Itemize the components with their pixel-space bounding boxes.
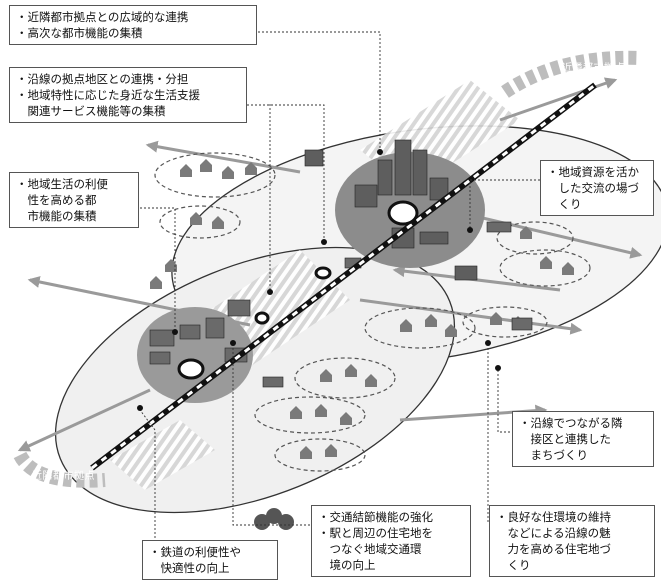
callout-line: ・沿線でつながる隣: [519, 416, 623, 430]
tree-cluster: [254, 508, 294, 530]
callout-line: 境の向上: [318, 558, 376, 572]
callout-line: ・沿線の拠点地区との連携・分担: [16, 72, 189, 86]
central-buildings: [304, 139, 478, 281]
leader-lines: [139, 31, 540, 550]
callout-line: 力を高める住宅地づ: [496, 542, 611, 556]
stations: [177, 200, 419, 380]
callout-line: 関連サービス機能等の集積: [16, 104, 166, 118]
neighbor-arc-top: [501, 50, 641, 98]
callout-line: 市機能の集積: [16, 209, 97, 223]
callout-line: した交流の場づ: [547, 181, 639, 195]
callout-transport: ・交通結節機能の強化 ・駅と周辺の住宅地を つなぐ地域交通環 境の向上: [311, 505, 471, 577]
houses: [150, 159, 574, 459]
callout-line: つなぐ地域交通環: [318, 542, 422, 556]
callout-line: 接区と連携した: [519, 432, 611, 446]
neighbor-arc-bottom: [13, 451, 106, 488]
callout-line: ・地域資源を活か: [547, 165, 639, 179]
callout-route-hub: ・沿線の拠点地区との連携・分担 ・地域特性に応じた身近な生活支援 関連サービス機…: [9, 67, 247, 123]
leader-dots: [137, 149, 501, 411]
callout-line: ・近隣都市拠点との広域的な連携: [16, 10, 189, 24]
callout-line: ・良好な住環境の維持: [496, 510, 611, 524]
callout-line: ・地域生活の利便: [16, 177, 108, 191]
callout-line: まちづくり: [519, 448, 588, 462]
railway-ties: [91, 83, 596, 470]
callout-exchange: ・地域資源を活か した交流の場づ くり: [540, 160, 654, 216]
callout-housing: ・良好な住環境の維持 などによる沿線の魅 力を高める住宅地づ くり: [489, 505, 655, 577]
neighbor-city-label-top: 近隣都市拠点: [562, 63, 625, 74]
residential-clusters: [154, 152, 591, 472]
callout-line: ・地域特性に応じた身近な生活支援: [16, 88, 200, 102]
callout-wide-area: ・近隣都市拠点との広域的な連携 ・高次な都市機能の集積: [9, 5, 257, 45]
callout-line: ・駅と周辺の住宅地を: [318, 526, 433, 540]
neighbor-city-label-bottom: 近隣都市拠点: [32, 471, 95, 482]
callout-line: くり: [496, 558, 531, 572]
callout-railway: ・鉄道の利便性や 快適性の向上: [142, 540, 278, 580]
callout-line: 快適性の向上: [149, 561, 230, 575]
callout-line: くり: [547, 197, 582, 211]
callout-line: などによる沿線の魅: [496, 526, 611, 540]
callout-line: 性を高める都: [16, 193, 97, 207]
corridor-band-3: [110, 420, 215, 490]
callout-line: ・交通結節機能の強化: [318, 510, 433, 524]
callout-convenience: ・地域生活の利便 性を高める都 市機能の集積: [9, 172, 139, 228]
callout-neighbor: ・沿線でつながる隣 接区と連携した まちづくり: [512, 411, 654, 467]
callout-line: ・鉄道の利便性や: [149, 545, 241, 559]
callout-line: ・高次な都市機能の集積: [16, 26, 143, 40]
